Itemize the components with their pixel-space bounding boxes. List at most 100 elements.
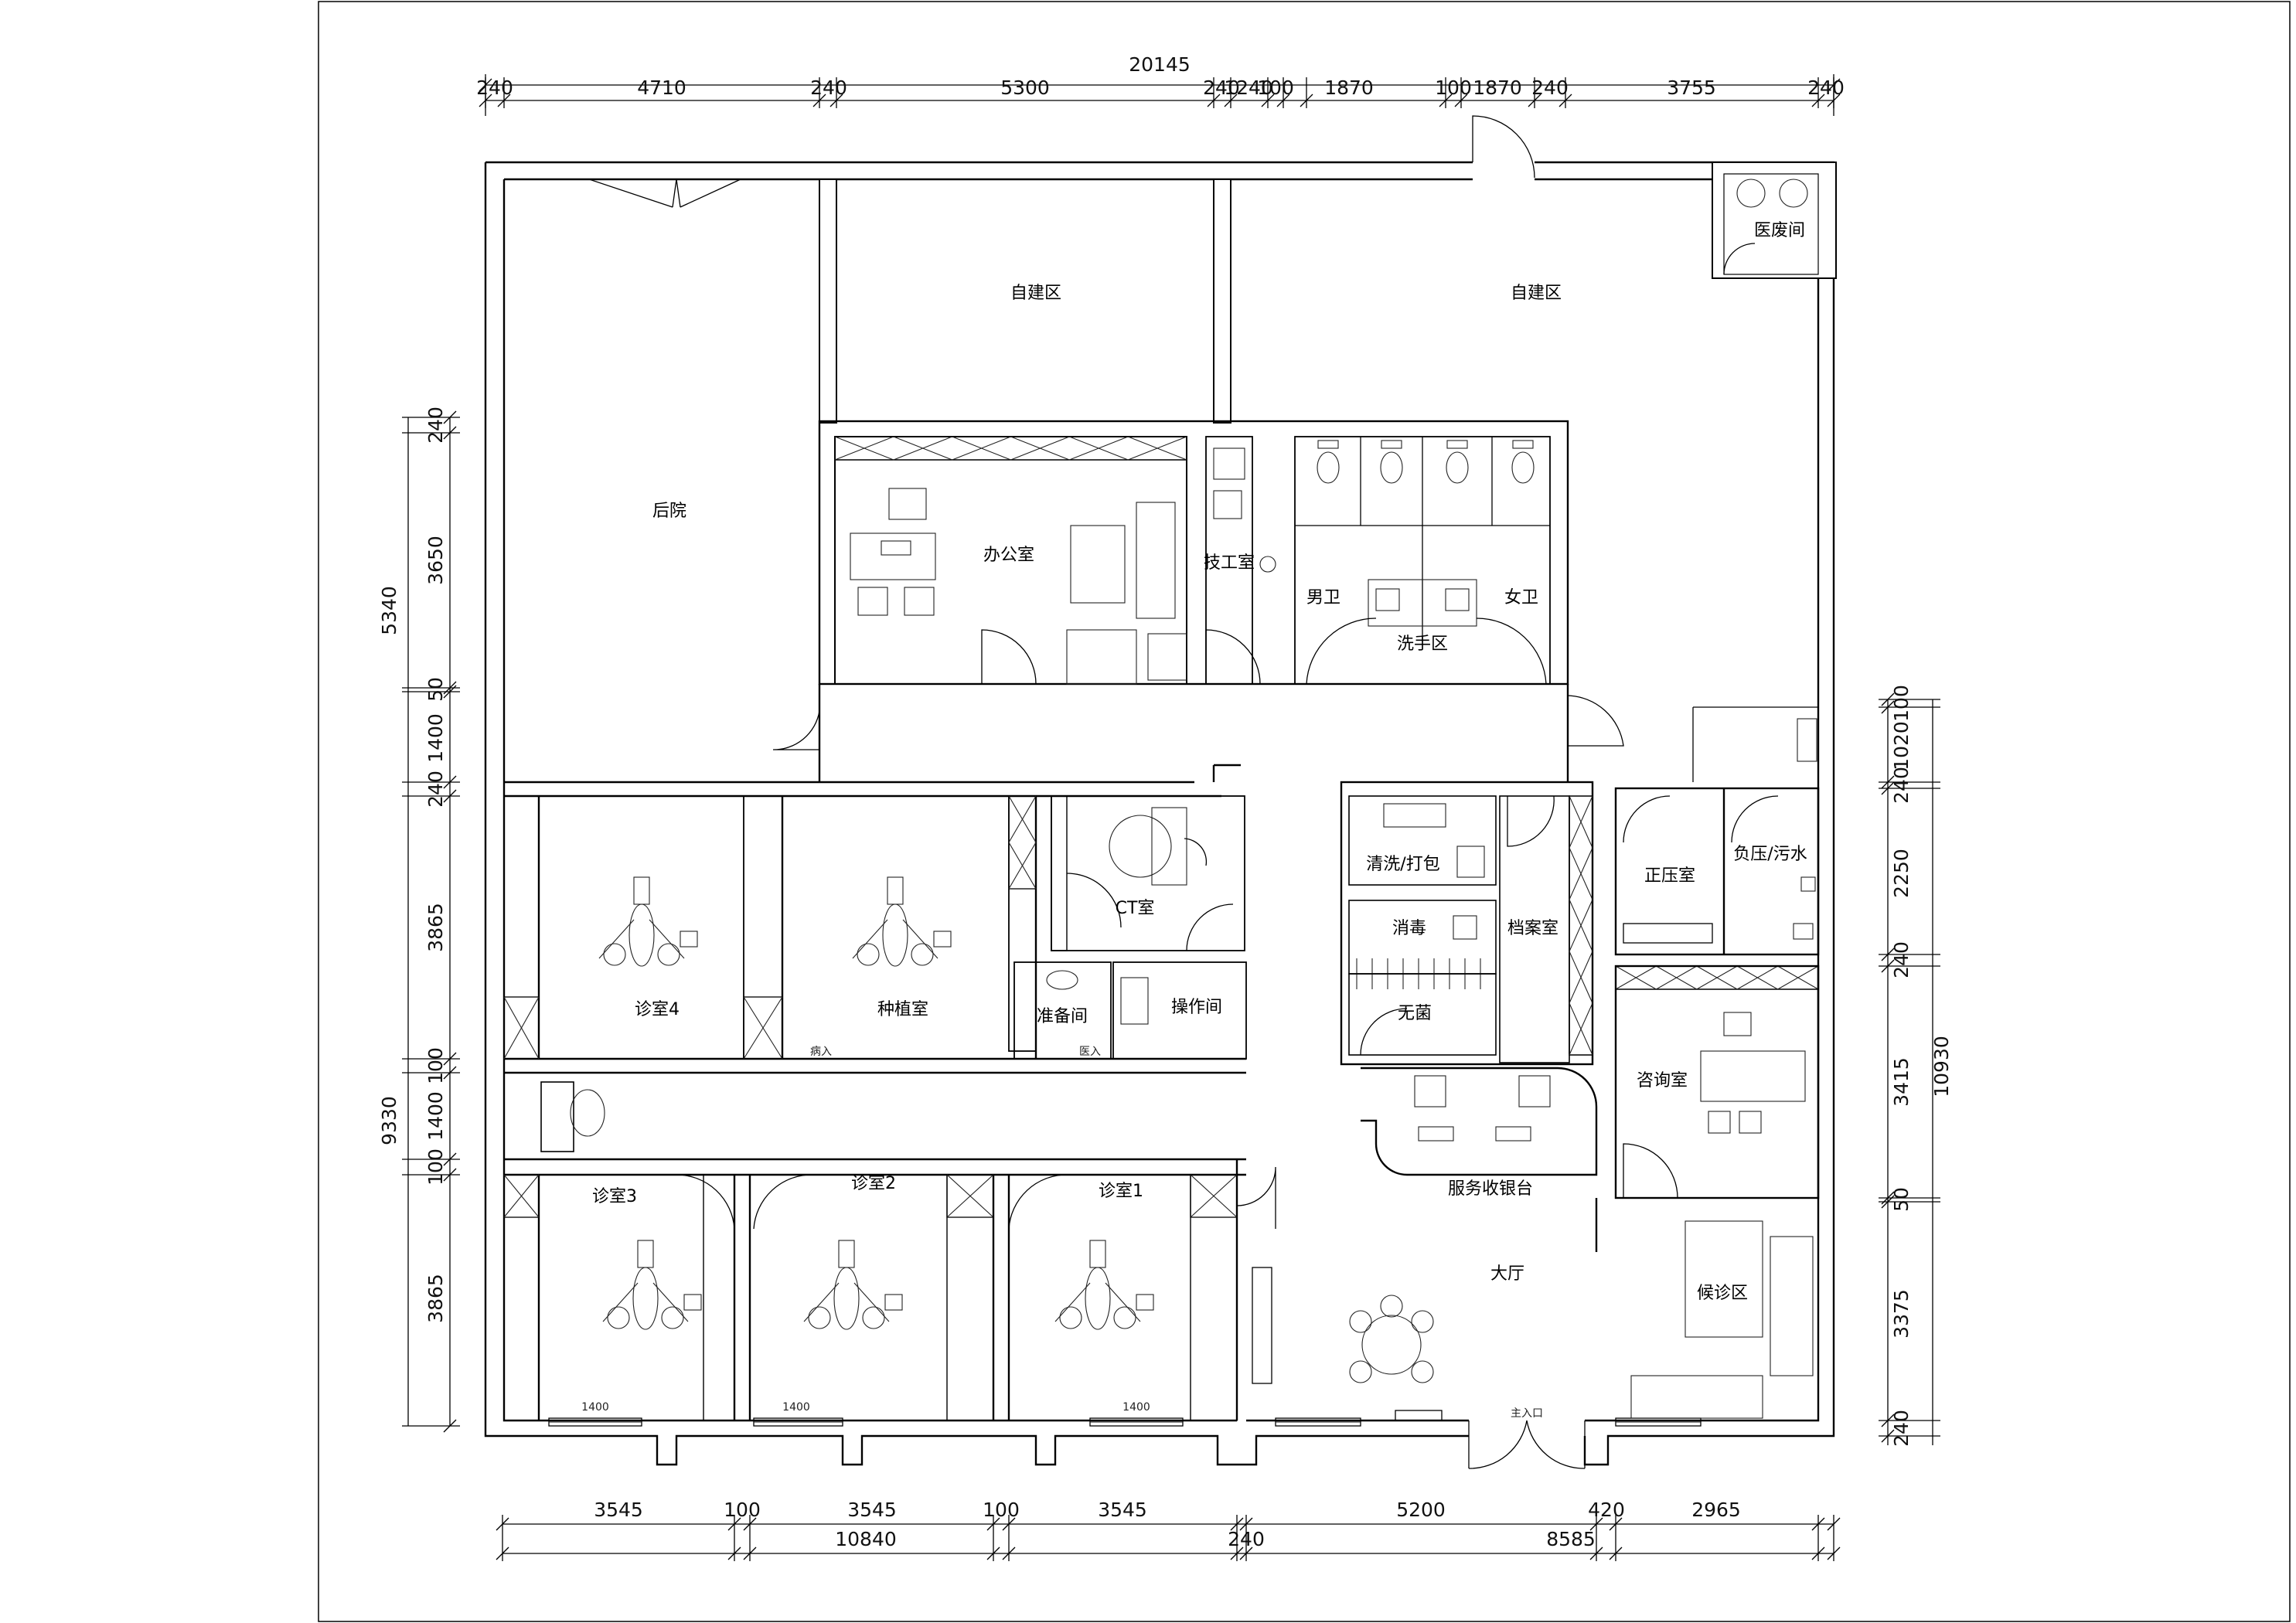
door-swing bbox=[772, 710, 820, 750]
dim-tick bbox=[743, 1517, 757, 1531]
left-upper-seg-dim: 50 bbox=[424, 677, 447, 702]
room-disinfect: 消毒 bbox=[1392, 919, 1426, 938]
room-positive-pressure: 正压室 bbox=[1644, 866, 1695, 886]
cabinet-x bbox=[1569, 847, 1593, 900]
dim-tick bbox=[443, 775, 457, 789]
right-total-dim: 10930 bbox=[1930, 1036, 1953, 1097]
left-lower-total-dim: 9330 bbox=[378, 1096, 400, 1145]
dim-tick bbox=[1276, 94, 1290, 107]
window-width-label: 1400 bbox=[581, 1401, 609, 1414]
dim-tick bbox=[1230, 1546, 1244, 1560]
cabinet-x bbox=[503, 1174, 540, 1218]
cabinet-x bbox=[503, 996, 540, 1060]
room-implant: 种植室 bbox=[877, 1000, 928, 1019]
dental-chair-body bbox=[632, 1267, 659, 1330]
dental-arm bbox=[652, 1282, 689, 1322]
window-width-label: 1400 bbox=[1122, 1401, 1150, 1414]
bottom-seg-dim: 100 bbox=[983, 1499, 1020, 1521]
cabinet-strip bbox=[503, 996, 540, 1060]
dim-tick bbox=[496, 1546, 509, 1560]
dental-chair-head bbox=[633, 876, 650, 905]
left-upper-seg-dim: 1400 bbox=[424, 713, 447, 763]
dim-tick bbox=[443, 1419, 457, 1433]
dental-stool bbox=[1059, 1306, 1082, 1329]
ct-block bbox=[1013, 795, 1247, 1060]
dental-stool bbox=[862, 1306, 885, 1329]
room-handwash: 洗手区 bbox=[1397, 635, 1448, 654]
dim-tick bbox=[1439, 94, 1453, 107]
hall bbox=[1252, 1198, 1814, 1469]
bottom-seg-dim: 5200 bbox=[1396, 1499, 1446, 1521]
dim-tick bbox=[986, 1517, 1000, 1531]
top-seg-dim: 240 bbox=[1531, 77, 1569, 99]
right-seg-dim: 3375 bbox=[1890, 1289, 1913, 1339]
dim-tick bbox=[1827, 1546, 1841, 1560]
cabinet-strip bbox=[1190, 1174, 1238, 1218]
dim-tick bbox=[1528, 94, 1541, 107]
dim-tick bbox=[443, 789, 457, 803]
cabinet-strip bbox=[1008, 795, 1037, 890]
dim-tick bbox=[1230, 1517, 1244, 1531]
dental-chair-body bbox=[629, 903, 655, 967]
dental-tray bbox=[884, 1294, 903, 1311]
dim-tick bbox=[443, 685, 457, 699]
dental-chair-head bbox=[887, 876, 904, 905]
dental-tray bbox=[680, 931, 698, 948]
cabinet-x bbox=[952, 436, 1011, 461]
top-seg-dim: 100 bbox=[1435, 77, 1472, 99]
dental-chair-body bbox=[833, 1267, 860, 1330]
dim-tick bbox=[479, 94, 492, 107]
bottom-total-left-dim: 10840 bbox=[835, 1528, 897, 1550]
reception-desk bbox=[1361, 1067, 1598, 1176]
dim-tick bbox=[743, 1546, 757, 1560]
dental-chair-body bbox=[1085, 1267, 1111, 1330]
dental-chair-body bbox=[882, 903, 908, 967]
dim-tick bbox=[443, 1066, 457, 1080]
left-lower-seg-dim: 100 bbox=[424, 1047, 447, 1084]
cabinet-strip bbox=[834, 436, 1187, 461]
dim-tick bbox=[496, 1517, 509, 1531]
dim-tick bbox=[1811, 1517, 1825, 1531]
dental-arm bbox=[598, 919, 635, 959]
cabinet-x bbox=[1736, 965, 1778, 990]
dental-stool bbox=[661, 1306, 684, 1329]
dental-arm bbox=[1054, 1282, 1091, 1322]
cabinet-x bbox=[1569, 899, 1593, 952]
room-selfbuild-1: 自建区 bbox=[1010, 284, 1061, 303]
left-upper-seg-dim: 240 bbox=[424, 407, 447, 444]
dim-tick bbox=[1881, 1429, 1895, 1443]
dim-tick bbox=[1881, 781, 1895, 795]
right-seg-dim: 100 bbox=[1890, 685, 1913, 722]
right-seg-dim: 240 bbox=[1890, 767, 1913, 804]
right-block bbox=[1614, 706, 1820, 1199]
toilet-fixtures bbox=[1317, 440, 1535, 484]
dim-tick bbox=[1239, 1546, 1253, 1560]
dim-tick bbox=[812, 94, 826, 107]
right-seg-dim: 3415 bbox=[1890, 1057, 1913, 1107]
room-negative-pressure: 负压/污水 bbox=[1733, 845, 1807, 864]
dental-stool bbox=[603, 943, 626, 966]
room-medical-waste: 医废间 bbox=[1754, 221, 1805, 240]
dental-stool bbox=[657, 943, 680, 966]
right-seg-dim: 1020 bbox=[1890, 721, 1913, 771]
dental-stool bbox=[1113, 1306, 1136, 1329]
dental-arm bbox=[1105, 1282, 1141, 1322]
top-seg-dim: 240 bbox=[1807, 77, 1845, 99]
dental-tray bbox=[933, 931, 952, 948]
dental-arm bbox=[803, 1282, 840, 1322]
dental-tray bbox=[1136, 1294, 1154, 1311]
bottom-seg-dim: 420 bbox=[1588, 1499, 1625, 1521]
cabinet-x bbox=[1008, 842, 1037, 890]
dim-tick bbox=[1002, 1546, 1016, 1560]
room-prep: 准备间 bbox=[1037, 1007, 1088, 1026]
cabinet-strip bbox=[946, 1174, 994, 1218]
dim-tick bbox=[1609, 1546, 1623, 1560]
room-office: 办公室 bbox=[983, 546, 1034, 565]
dim-tick bbox=[443, 410, 457, 424]
supply-block bbox=[1340, 781, 1594, 1066]
cabinet-x bbox=[743, 996, 783, 1060]
dim-tick bbox=[1239, 1517, 1253, 1531]
